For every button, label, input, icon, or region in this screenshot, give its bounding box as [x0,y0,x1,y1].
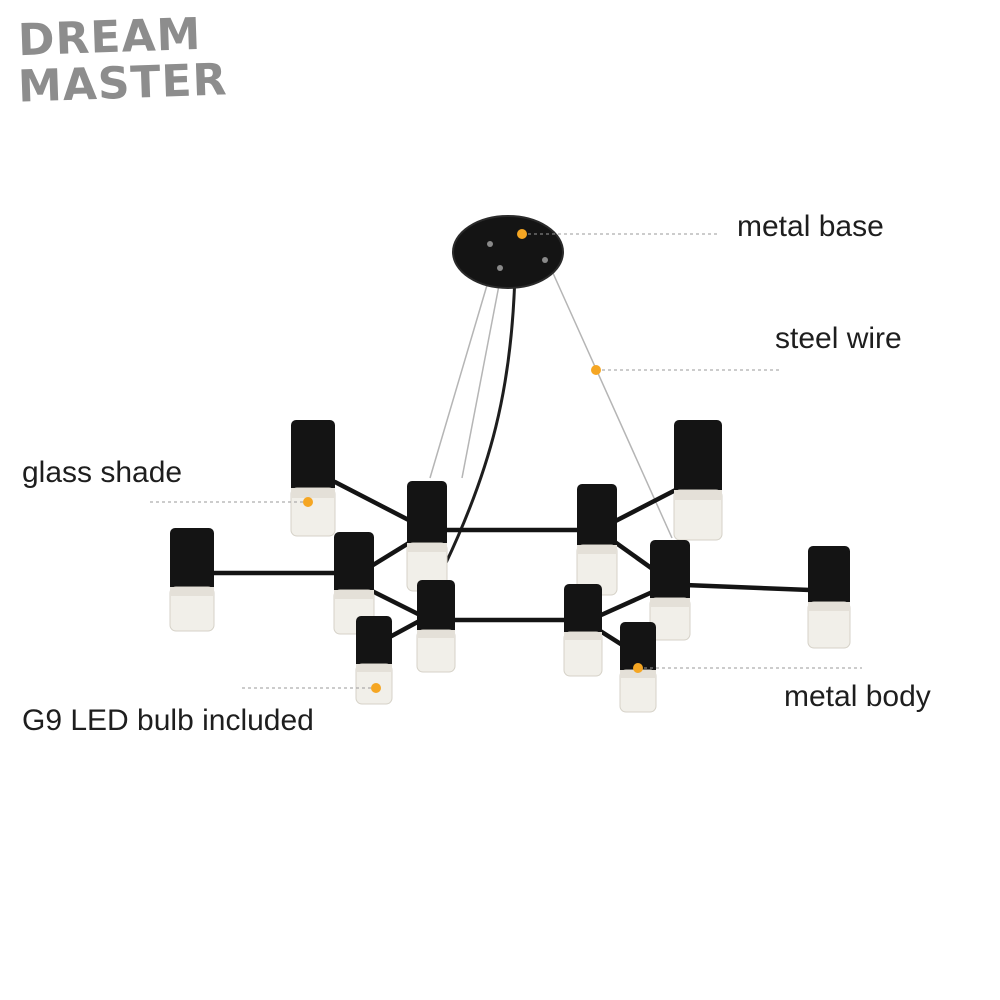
lamp-head [649,540,691,641]
lamp-head [333,532,375,635]
marker-g9-bulb [371,683,381,693]
marker-metal-body [633,663,643,673]
lamp-head [619,622,657,713]
callout-g9-led-bulb: G9 LED bulb included [22,704,314,737]
lamp-head [169,528,215,632]
metal-base [452,215,564,289]
lamp-head [673,420,723,541]
marker-steel-wire [591,365,601,375]
callout-metal-body: metal body [784,680,931,713]
marker-glass-shade [303,497,313,507]
lamp-head [576,484,618,596]
callout-markers [303,229,643,693]
suspension-wires [429,261,673,539]
leader-lines [150,233,862,689]
lamp-heads [169,420,851,713]
lamp-head [416,580,456,673]
power-cord [443,271,517,566]
lamp-head [807,546,851,649]
callout-metal-base: metal base [737,210,884,243]
lamp-head [290,420,336,537]
marker-metal-base [517,229,527,239]
callout-glass-shade: glass shade [22,456,183,489]
callout-steel-wire: steel wire [775,322,902,355]
lamp-head [563,584,603,677]
lamp-head [406,481,448,592]
